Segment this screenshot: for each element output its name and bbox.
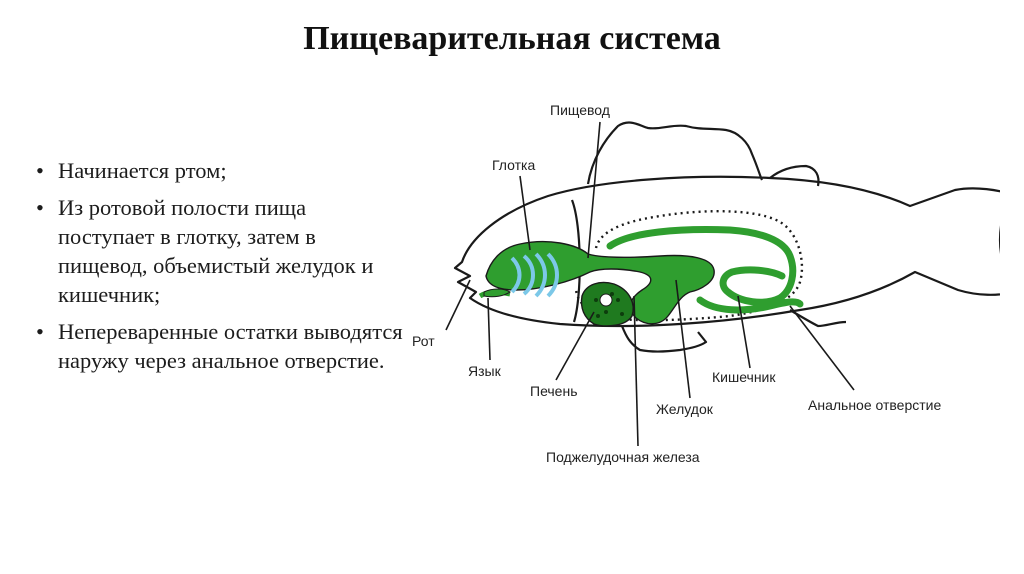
intestine-path	[606, 226, 804, 314]
bullet-item: • Начинается ртом;	[34, 156, 406, 185]
bullet-item: • Из ротовой полости пища поступает в гло…	[34, 193, 406, 309]
body-cavity-outline	[574, 210, 804, 322]
liver-texture	[594, 292, 624, 318]
label-mouth: Рот	[412, 333, 435, 349]
label-intestine: Кишечник	[712, 369, 776, 385]
fish-digestive-diagram: Пищевод Глотка Рот Язык Печень Желудок К…	[412, 102, 1000, 465]
label-pharynx: Глотка	[492, 157, 535, 173]
bullet-dot-icon: •	[36, 158, 44, 183]
label-stomach: Желудок	[656, 401, 714, 417]
digestive-tract	[478, 226, 804, 325]
label-esophagus: Пищевод	[550, 102, 610, 118]
bullet-dot-icon: •	[36, 319, 44, 344]
label-pancreas: Поджелудочная железа	[546, 449, 700, 465]
bullet-item: • Непереваренные остатки выводятся наружу…	[34, 317, 406, 375]
bullet-dot-icon: •	[36, 195, 44, 220]
bullet-text: Начинается ртом;	[58, 158, 227, 183]
bullet-text: Непереваренные остатки выводятся наружу …	[58, 319, 403, 373]
label-tongue: Язык	[468, 363, 502, 379]
bullet-text: Из ротовой полости пища поступает в глот…	[58, 195, 374, 307]
gallbladder	[599, 293, 613, 307]
label-anus: Анальное отверстие	[808, 397, 941, 413]
bullet-list: • Начинается ртом; • Из ротовой полости пи…	[34, 156, 406, 383]
leader-lines	[445, 121, 855, 447]
slide-title: Пищеварительная система	[303, 20, 721, 57]
gills	[510, 252, 559, 298]
label-liver: Печень	[530, 383, 578, 399]
tongue-path	[483, 288, 511, 298]
